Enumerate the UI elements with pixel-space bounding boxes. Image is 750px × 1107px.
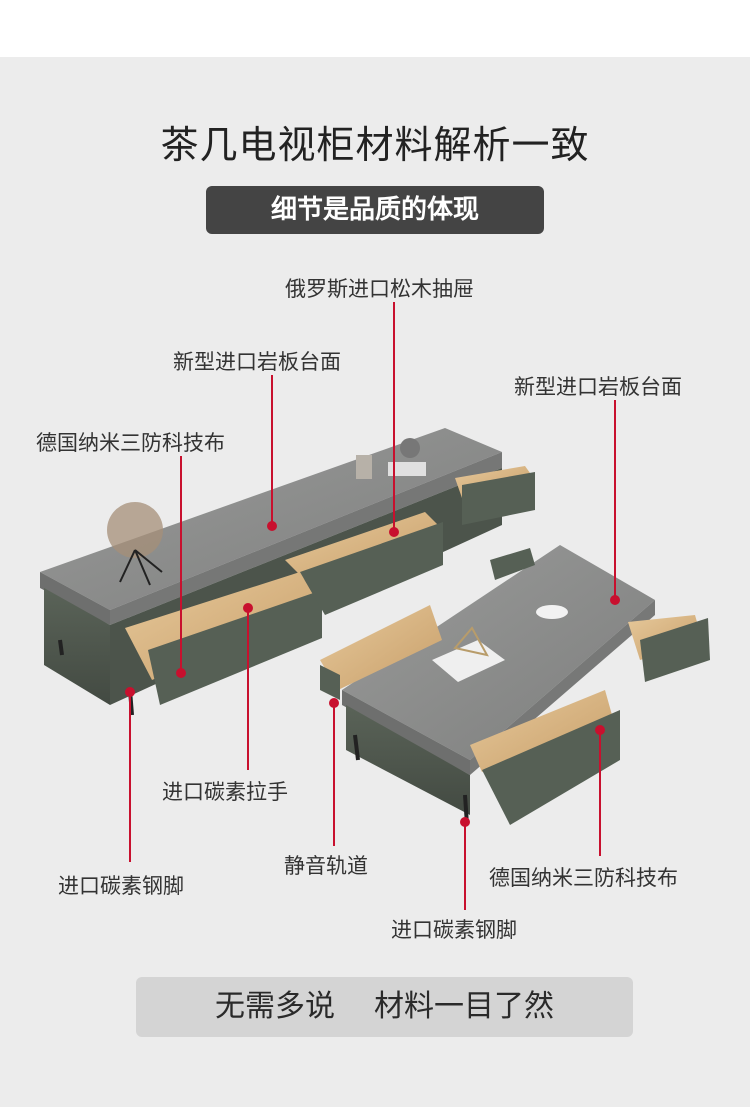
footer-left-text: 无需多说: [214, 989, 335, 1024]
tv-cabinet-top-edge: [40, 572, 110, 625]
decor-sculpture: [453, 626, 489, 657]
decor-cup: [536, 605, 568, 619]
coffee-drawer-left-inside: [320, 605, 442, 690]
label-fabric-right: 德国纳米三防科技布: [489, 866, 678, 890]
decor-figure: [400, 438, 420, 458]
coffee-drawer-left-front: [320, 665, 340, 700]
label-drawer-wood: 俄罗斯进口松木抽屉: [285, 277, 474, 301]
tv-drawer-right-front: [462, 472, 535, 525]
callout-lines: [125, 302, 620, 910]
footer-right-text: 材料一目了然: [374, 989, 555, 1024]
label-leg-left: 进口碳素钢脚: [58, 874, 184, 898]
page-title: 茶几电视柜材料解析一致: [160, 123, 590, 167]
footer-banner: 无需多说 材料一目了然: [136, 977, 633, 1037]
label-top-left: 新型进口岩板台面: [173, 350, 341, 374]
tv-cabinet-top-front: [110, 452, 502, 625]
tv-leg-1: [58, 639, 64, 656]
coffee-table: [320, 545, 710, 826]
decor-vase: [356, 455, 372, 479]
coffee-drawer-right-front: [640, 618, 710, 682]
tv-cabinet-side: [44, 588, 110, 705]
coffee-table-top-edge: [342, 690, 470, 775]
label-top-right: 新型进口岩板台面: [514, 375, 682, 399]
tv-drawer-mid-front: [300, 522, 443, 615]
decor-books: [432, 640, 505, 682]
decor-book: [388, 462, 426, 476]
coffee-table-side: [346, 705, 470, 815]
coffee-table-top: [342, 545, 655, 760]
tv-drawer-left-front: [148, 590, 322, 705]
coffee-drawer-front-front: [482, 710, 620, 825]
label-fabric-left: 德国纳米三防科技布: [36, 431, 225, 455]
label-rail: 静音轨道: [284, 854, 368, 878]
tv-drawer-mid-inside: [285, 512, 443, 580]
subtitle-badge: 细节是品质的体现: [206, 186, 544, 234]
lamp-globe: [107, 502, 163, 558]
coffee-drawer-back: [490, 548, 535, 580]
label-leg-right: 进口碳素钢脚: [391, 918, 517, 942]
coffee-leg-1: [353, 734, 360, 761]
coffee-drawer-front-inside: [470, 690, 612, 772]
label-handle: 进口碳素拉手: [162, 780, 288, 804]
